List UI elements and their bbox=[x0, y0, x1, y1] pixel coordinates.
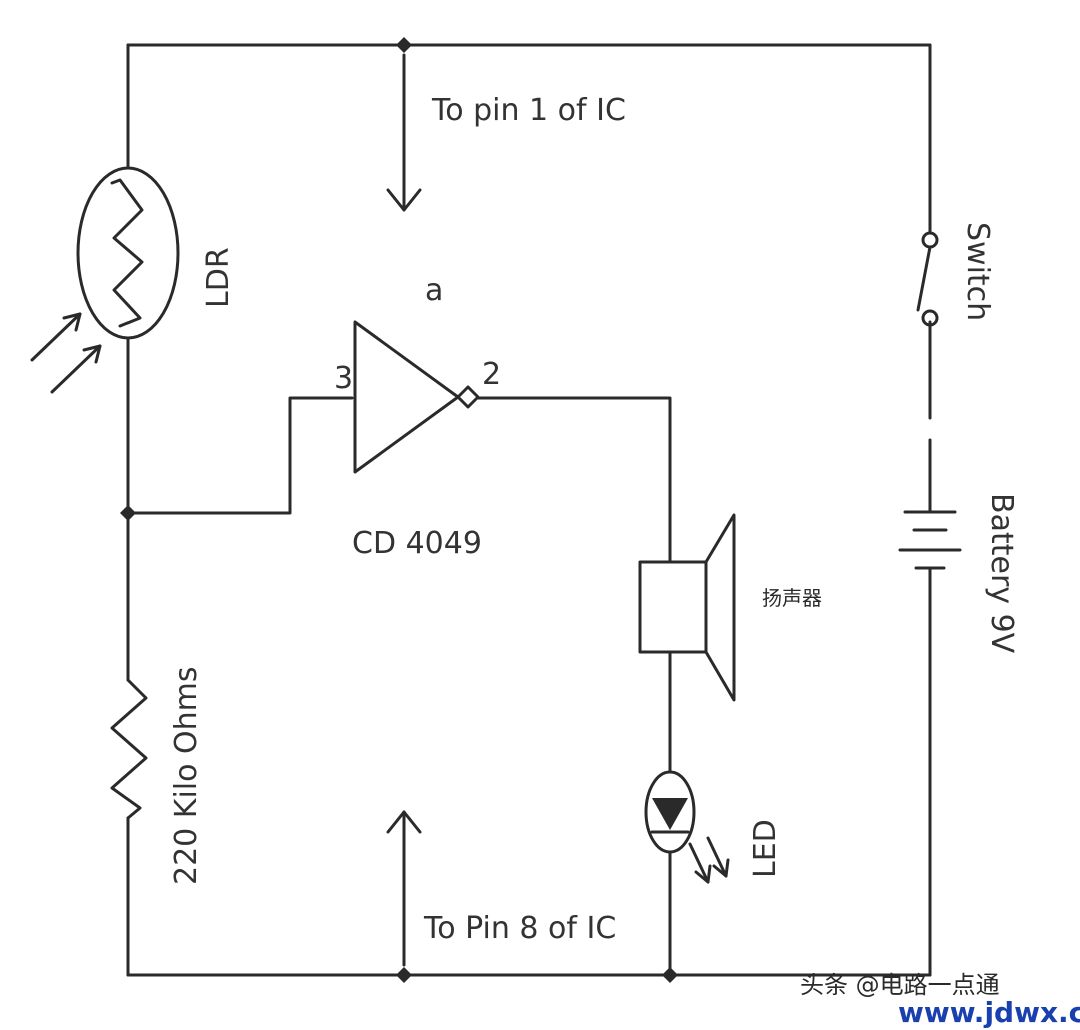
wires bbox=[126, 43, 932, 977]
led-label: LED bbox=[748, 819, 783, 878]
emit-arrows-icon bbox=[688, 836, 730, 884]
pin8-arrow bbox=[386, 810, 422, 967]
to-pin1-label: To pin 1 of IC bbox=[431, 93, 626, 128]
to-pin8-label: To Pin 8 of IC bbox=[423, 911, 616, 946]
ldr-symbol bbox=[76, 166, 180, 340]
junction-dot bbox=[662, 967, 678, 983]
pin1-arrow bbox=[386, 53, 422, 212]
ic-pin-input-label: 3 bbox=[334, 361, 353, 396]
junction-dot bbox=[396, 967, 412, 983]
resistor-label: 220 Kilo Ohms bbox=[169, 666, 204, 885]
led-symbol bbox=[644, 770, 696, 854]
input-wire bbox=[126, 396, 354, 515]
resistor-symbol bbox=[110, 678, 148, 820]
battery-symbol bbox=[898, 510, 962, 570]
junction-dot bbox=[120, 505, 136, 521]
battery-label: Battery 9V bbox=[984, 493, 1019, 654]
watermark-source: 头条 @电路一点通 bbox=[800, 971, 1000, 999]
ic-label: CD 4049 bbox=[352, 526, 482, 561]
switch-label: Switch bbox=[960, 222, 995, 321]
junctions bbox=[120, 37, 678, 983]
switch-symbol bbox=[916, 231, 939, 327]
watermark-url: www.jdwx.cn bbox=[898, 996, 1080, 1029]
output-wire bbox=[476, 396, 672, 564]
ic-pin-top-label: a bbox=[425, 273, 443, 308]
speaker-label: 扬声器 bbox=[762, 586, 822, 610]
inverter-gate-symbol bbox=[353, 320, 480, 474]
speaker-symbol bbox=[638, 513, 736, 702]
light-arrows-icon bbox=[30, 312, 102, 394]
ldr-label: LDR bbox=[201, 247, 236, 308]
ic-pin-output-label: 2 bbox=[482, 357, 501, 392]
junction-dot bbox=[396, 37, 412, 53]
diode-triangle bbox=[652, 798, 688, 830]
